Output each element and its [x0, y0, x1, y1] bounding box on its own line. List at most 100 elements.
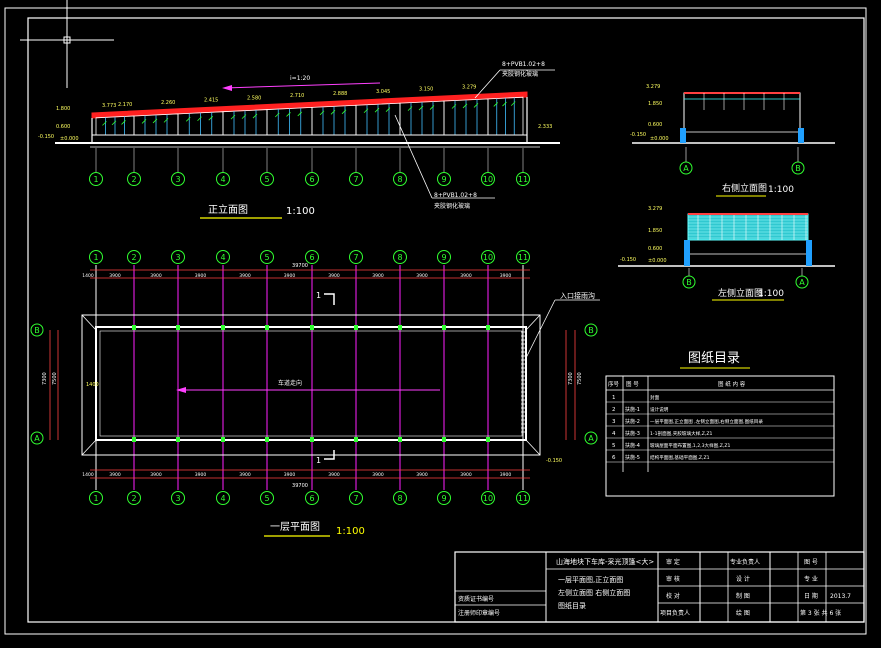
bay-dimension: 3900: [109, 273, 121, 279]
glass-hatch: [185, 117, 191, 122]
glass-hatch: [319, 110, 325, 116]
front-elevation: i=1:20 8+PVB1.02+8 夹胶钢化玻璃 8+PVB1.02+8 夹胶…: [38, 61, 560, 210]
bay-dimension: 3900: [195, 273, 207, 279]
entrance-gutter-label: 入口接雨沟: [560, 291, 595, 300]
plan-dimension-note: 1400: [86, 382, 99, 388]
drawing-name-1: 一层平面图,正立面图: [558, 575, 623, 584]
grid-bubble-label: 6: [309, 253, 314, 262]
glass-hatch: [163, 118, 169, 123]
bay-dimension: 3900: [109, 472, 121, 478]
grid-bubble-label: 4: [220, 494, 225, 503]
role-label: 校 对: [666, 592, 680, 600]
bay-dimension: 3900: [239, 273, 251, 279]
section-mark-top: 1: [316, 291, 321, 300]
grid-bubble: [171, 172, 185, 186]
role-label: 设 计: [736, 575, 750, 583]
glass-spec-note-bottom: 8+PVB1.02+8: [434, 192, 477, 199]
front-elevation-scale: 1:100: [286, 206, 315, 217]
bay-dimension: 1400: [82, 273, 94, 279]
glass-hatch: [385, 107, 391, 112]
catalog-cell: 扶施-1: [625, 406, 640, 413]
grid-bubble: [393, 172, 407, 186]
glass-hatch: [493, 102, 499, 107]
plan-depth-dimension: 7300: [568, 372, 574, 385]
catalog-cell: 封面: [650, 394, 660, 401]
role-label: 制 图: [736, 592, 750, 600]
left-elevation-title: 左侧立面图: [718, 287, 763, 299]
catalog-cell: 4: [612, 431, 616, 437]
grid-bubble: [481, 250, 495, 264]
grid-bubble-label: 10: [483, 494, 493, 503]
grid-bubble: [89, 172, 103, 186]
glass-hatch: [102, 121, 107, 126]
grid-bubble-label: 8: [397, 175, 402, 184]
bay-dimension: 3900: [150, 273, 162, 279]
traffic-direction-label: 车道走向: [278, 379, 302, 387]
glass-type-note-top: 夹胶钢化玻璃: [502, 70, 538, 78]
cert-label: 资质证书编号: [458, 595, 494, 603]
catalog-cell: 结构平面图,基础平面图,Z,Z1: [650, 454, 710, 461]
glass-hatch: [252, 113, 258, 119]
grid-bubble: [171, 491, 185, 505]
grid-bubble: [260, 250, 274, 264]
glass-type-note-bottom: 夹胶钢化玻璃: [434, 202, 470, 210]
right-elevation-scale: 1:100: [768, 185, 794, 195]
height-mark: 2.580: [247, 95, 261, 101]
drawing-frame: [27, 17, 865, 623]
date-value: 2013.7: [830, 593, 851, 600]
column: [354, 437, 358, 442]
catalog-title: 图纸目录: [688, 351, 740, 366]
glass-hatch: [429, 105, 435, 110]
grid-bubble-label: 9: [441, 494, 446, 503]
grid-bubble-label: 10: [483, 253, 493, 262]
column: [132, 325, 136, 330]
column: [310, 325, 314, 330]
plan-depth-dimension: 7300: [42, 372, 48, 385]
height-mark: 2.888: [333, 91, 347, 97]
catalog-cell: 6: [612, 455, 616, 461]
column: [132, 437, 136, 442]
height-mark: 3.279: [462, 84, 476, 90]
level-mark: ±0.000: [650, 136, 669, 142]
catalog-cell: 1-1剖面图,夹胶玻璃大样,Z,Z1: [650, 430, 713, 437]
bay-dimension: 3900: [328, 472, 340, 478]
glass-hatch: [208, 115, 214, 121]
level-mark: 3.279: [648, 206, 662, 212]
grid-bubble-label: 5: [264, 175, 269, 184]
glass-hatch: [502, 101, 507, 107]
level-mark: 0.600: [648, 122, 662, 128]
glass-hatch: [111, 120, 117, 126]
grid-bubble-label: A: [799, 278, 805, 287]
project-name: 山海地块下车库-采光顶篷<大>: [556, 557, 654, 566]
bay-dimension: 3900: [372, 472, 384, 478]
grid-bubble: [89, 491, 103, 505]
level-mark: ±0.000: [60, 136, 79, 142]
grid-bubble: [481, 491, 495, 505]
glass-hatch: [363, 108, 369, 114]
bay-dimension: 3900: [416, 273, 428, 279]
glass-hatch: [152, 118, 158, 124]
column: [398, 437, 402, 442]
grid-bubble-label: 8: [397, 253, 402, 262]
grid-bubble-label: 1: [93, 494, 98, 503]
bay-dimension: 3900: [372, 273, 384, 279]
grid-bubble-label: 4: [220, 175, 225, 184]
plan-depth-dimension: 7500: [52, 372, 58, 385]
catalog-header: 图 纸 内 容: [718, 380, 746, 388]
grid-bubble: [516, 172, 530, 186]
column: [442, 325, 446, 330]
catalog-cell: 扶施-3: [625, 430, 640, 437]
height-mark: 2.415: [204, 98, 218, 104]
level-mark: ±0.000: [648, 258, 667, 264]
drawing-name-3: 图纸目录: [558, 601, 586, 610]
level-mark: -0.150: [620, 257, 636, 263]
grid-bubble: [260, 172, 274, 186]
grid-bubble: [516, 491, 530, 505]
plan-depth-dimension: 7500: [577, 372, 583, 385]
grid-bubble-label: A: [683, 164, 689, 173]
glass-hatch: [197, 116, 202, 122]
height-mark: 3.150: [419, 87, 433, 93]
grid-bubble-label: 5: [264, 494, 269, 503]
